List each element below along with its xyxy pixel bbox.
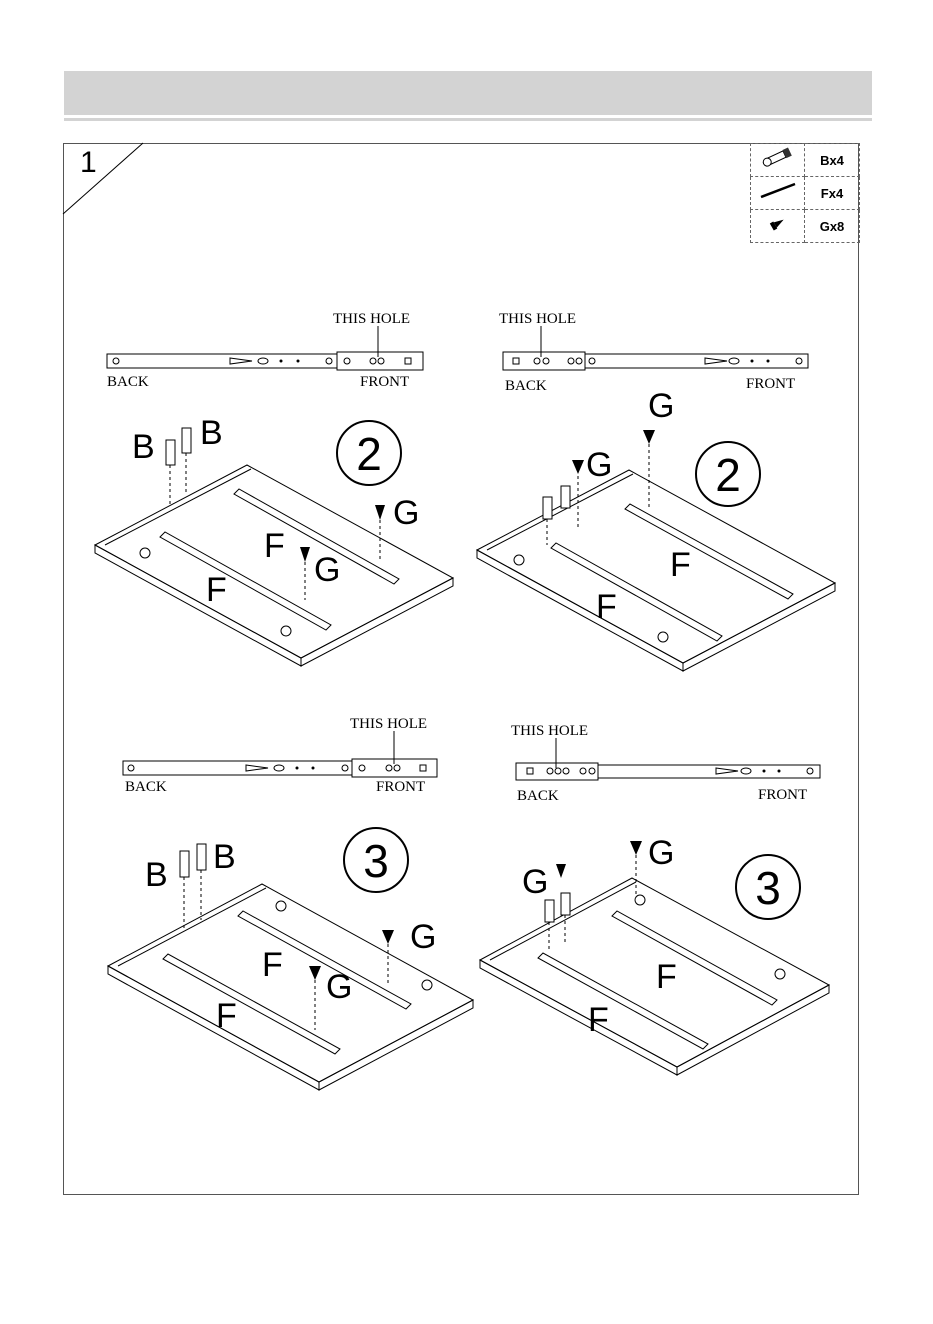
cam-bolts-1 — [166, 428, 385, 600]
part-letter-b: B — [213, 838, 236, 876]
part-letter-g: G — [410, 918, 436, 956]
part-letter-f: F — [670, 546, 691, 584]
part-letter-g: G — [586, 446, 612, 484]
part-letter-g: G — [648, 387, 674, 425]
part-letter-b: B — [132, 428, 155, 466]
this-hole-label: THIS HOLE — [499, 311, 576, 327]
step-circle-number: 3 — [363, 835, 389, 887]
this-hole-label: THIS HOLE — [511, 723, 588, 739]
front-label: FRONT — [758, 787, 807, 803]
part-letter-f: F — [596, 588, 617, 626]
step-corner-line — [63, 143, 143, 214]
step-circle-number: 2 — [715, 449, 741, 501]
rail-diagram-4 — [516, 738, 820, 780]
back-label: BACK — [125, 779, 167, 795]
board-2 — [477, 470, 835, 671]
part-letter-g: G — [314, 551, 340, 589]
front-label: FRONT — [746, 376, 795, 392]
part-letter-g: G — [393, 494, 419, 532]
back-label: BACK — [505, 378, 547, 394]
cam-bolts-4 — [545, 841, 642, 950]
part-letter-f: F — [216, 997, 237, 1035]
back-label: BACK — [107, 374, 149, 390]
this-hole-label: THIS HOLE — [333, 311, 410, 327]
rail-diagram-3 — [123, 731, 437, 777]
part-letter-g: G — [522, 863, 548, 901]
part-letter-f: F — [656, 958, 677, 996]
part-letter-f: F — [264, 527, 285, 565]
part-letter-f: F — [262, 946, 283, 984]
part-letter-g: G — [326, 968, 352, 1006]
part-letter-f: F — [588, 1001, 609, 1039]
this-hole-label: THIS HOLE — [350, 716, 427, 732]
step-circle-number: 2 — [356, 428, 382, 480]
part-letter-b: B — [145, 856, 168, 894]
rail-diagram-2 — [503, 326, 808, 370]
step-circle-number: 3 — [755, 862, 781, 914]
board-3 — [108, 884, 473, 1090]
rail-diagram-1 — [107, 326, 423, 370]
back-label: BACK — [517, 788, 559, 804]
front-label: FRONT — [360, 374, 409, 390]
part-letter-b: B — [200, 414, 223, 452]
part-letter-f: F — [206, 571, 227, 609]
part-letter-g: G — [648, 834, 674, 872]
front-label: FRONT — [376, 779, 425, 795]
